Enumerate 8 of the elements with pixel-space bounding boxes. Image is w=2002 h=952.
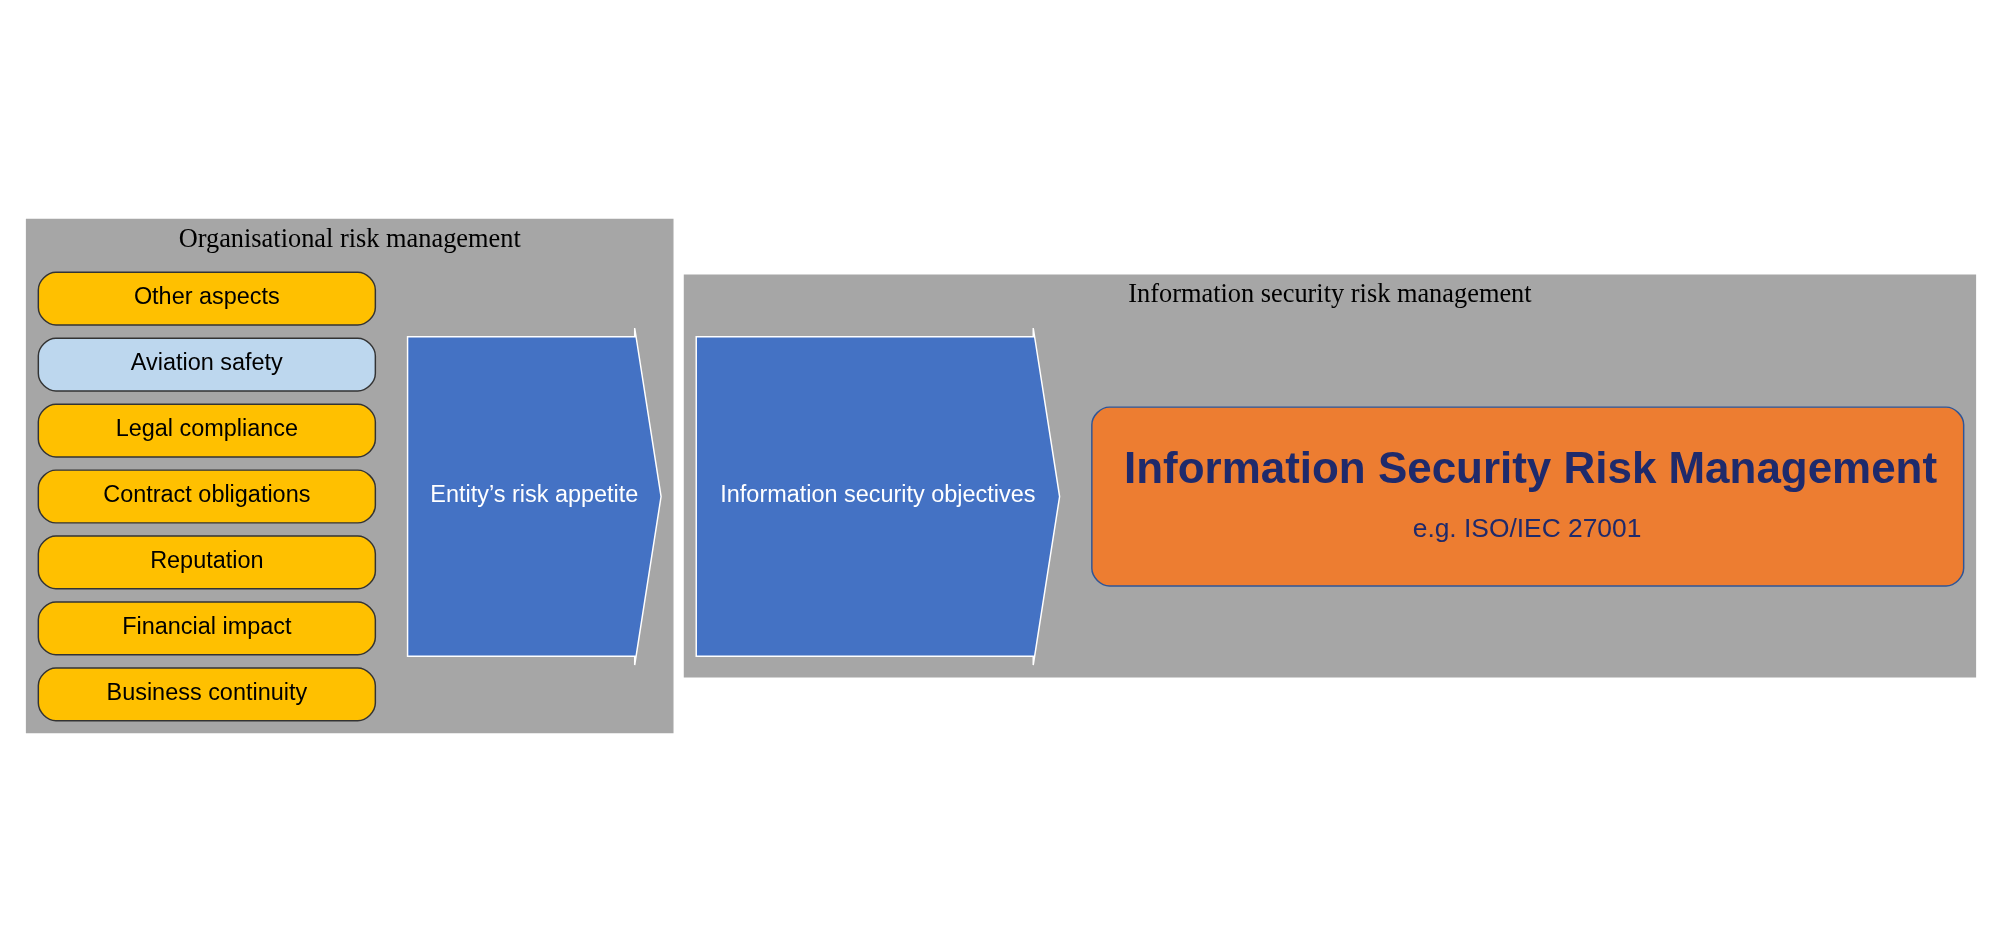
node-box: Other aspects xyxy=(37,271,377,326)
node-box: Financial impact xyxy=(37,601,377,656)
node-box: Aviation safety xyxy=(37,337,377,392)
node-box: Information Security Risk Management e.g. ISO/IEC 27001 xyxy=(1091,406,1965,587)
node-box: Legal compliance xyxy=(37,403,377,458)
node-box: Contract obligations xyxy=(37,469,377,524)
node-box: Business continuity xyxy=(37,667,377,722)
node-box: Reputation xyxy=(37,535,377,590)
